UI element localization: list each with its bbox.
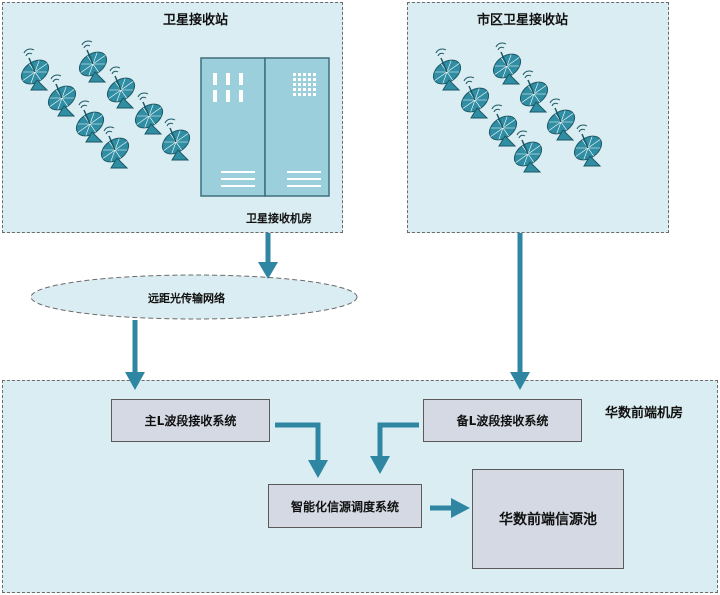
arrow-primary-to-scheduler [275, 422, 321, 463]
satellite-dish-icon [573, 124, 603, 167]
satellite-dish-icon [20, 48, 50, 91]
satellite-dish-icon [546, 98, 576, 141]
satellite-station-title: 卫星接收站 [163, 13, 229, 28]
satellite-dish-icon [492, 42, 522, 85]
satellite-dish-icon [106, 66, 136, 109]
city-station-zone [407, 2, 669, 233]
source-pool-box: 华数前端信源池 [472, 469, 624, 569]
satellite-room-label: 卫星接收机房 [246, 212, 312, 225]
arrow-backup-to-scheduler [377, 422, 419, 458]
city-station-title: 市区卫星接收站 [477, 13, 569, 28]
satellite-dish-icon [488, 104, 518, 147]
satellite-dish-icon [161, 118, 191, 161]
satellite-dish-icon [75, 100, 105, 143]
satellite-dish-icon [519, 70, 549, 113]
backup-l-band-box: 备L波段接收系统 [423, 399, 582, 442]
satellite-dish-icon [460, 76, 490, 119]
satellite-dish-icon [134, 92, 164, 135]
satellite-dish-icon [78, 40, 108, 83]
satellite-dish-icon [432, 48, 462, 91]
satellite-dish-icon [47, 74, 77, 117]
headend-room-title: 华数前端机房 [605, 406, 684, 421]
scheduler-box: 智能化信源调度系统 [268, 484, 422, 528]
satellite-dish-icon [100, 126, 130, 169]
fiber-network-label: 远距光传输网络 [148, 292, 225, 305]
primary-l-band-box: 主L波段接收系统 [111, 399, 270, 442]
satellite-dish-icon [513, 130, 543, 173]
